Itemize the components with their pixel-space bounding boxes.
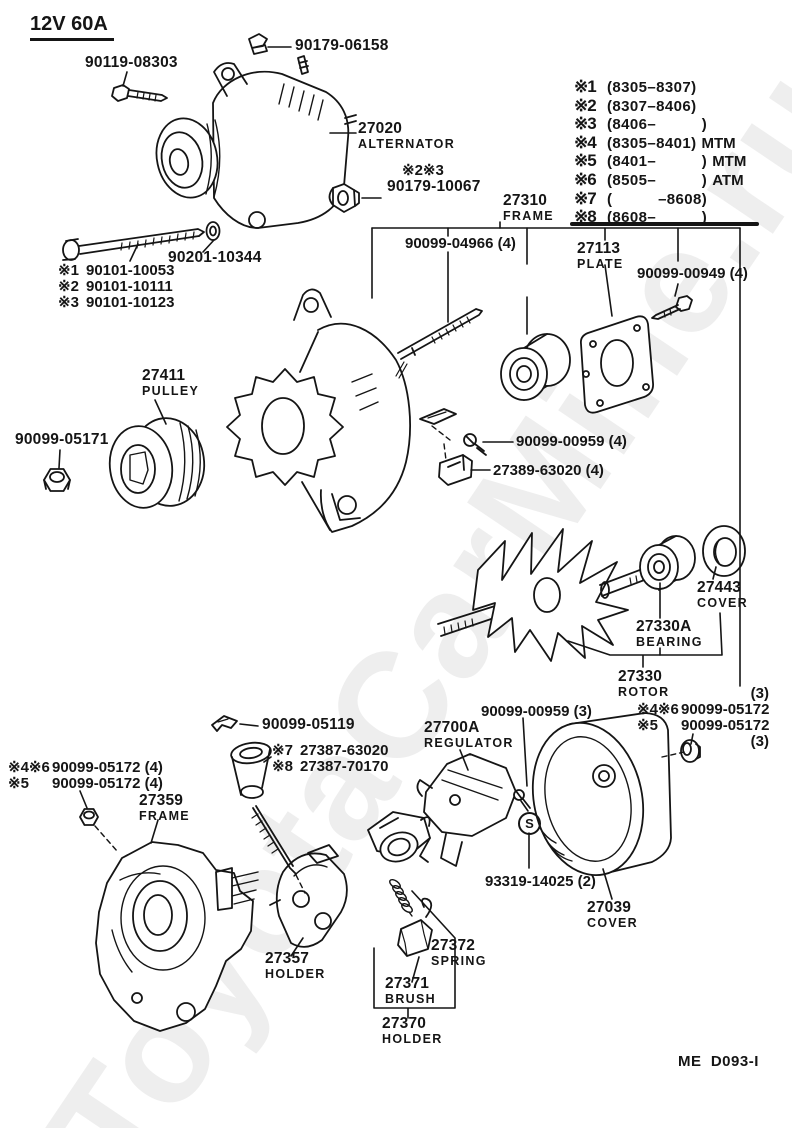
label-regulator: 27700A REGULATOR xyxy=(424,719,514,750)
label-terminal-screws: 90099-00959 (4) xyxy=(516,433,627,450)
label-shaft-nut: ※2※3 90179-10067 xyxy=(387,162,481,195)
rear-bearing-drawing xyxy=(639,535,696,591)
brush-holder-drawing xyxy=(269,844,348,948)
label-plate-bolts: 90099-00949 (4) xyxy=(637,265,748,282)
spring-drawing xyxy=(389,878,413,917)
label-plate: 27113 PLATE xyxy=(577,240,624,271)
adjusting-bolt-drawing xyxy=(111,84,168,102)
label-rear-frame: 27359 FRAME xyxy=(139,792,190,823)
label-rear-bearing: 27330A BEARING xyxy=(636,618,703,649)
application-legend: ※1(8305–8307) ※2(8307–8406) ※3(8406– ) ※… xyxy=(574,78,746,227)
front-bearing-drawing xyxy=(500,333,571,401)
terminal-insulator-drawing xyxy=(419,408,473,486)
brush-drawing xyxy=(397,897,433,957)
label-stud-screws: 90099-04966 (4) xyxy=(405,235,516,252)
label-rear-cover: 27039 COVER xyxy=(587,899,638,930)
legend-row: ※2(8307–8406) xyxy=(574,95,697,115)
legend-row: ※1(8305–8307) xyxy=(574,77,697,96)
plate-bolt-drawing xyxy=(651,295,693,320)
label-front-frame: 27310 FRAME xyxy=(503,192,554,223)
shaft-nut-drawing xyxy=(328,183,360,213)
label-terminal-insulator: 27389-63020 (4) xyxy=(493,462,604,479)
brush-insulator-drawing xyxy=(230,741,297,875)
pulley-nut-drawing xyxy=(43,468,71,492)
legend-row: ※5(8401– )MTM xyxy=(574,151,747,171)
terminal-nut-drawing xyxy=(248,33,268,55)
page-title: 12V 60A xyxy=(30,13,114,41)
legend-row: ※7( –8608) xyxy=(574,188,708,208)
holder-drawing xyxy=(367,811,431,863)
pulley-drawing xyxy=(108,417,206,509)
label-brush-holder: 27357 HOLDER xyxy=(265,950,326,981)
label-brush: 27371 BRUSH xyxy=(385,975,436,1006)
front-frame-drawing xyxy=(226,288,411,533)
label-bearing-cover: 27443 COVER xyxy=(697,579,748,610)
bearing-cover-drawing xyxy=(702,525,746,577)
label-spring: 27372 SPRING xyxy=(431,937,487,968)
label-holder: 27370 HOLDER xyxy=(382,1015,443,1046)
plate-drawing xyxy=(579,315,654,414)
front-nut-drawing xyxy=(79,808,99,826)
label-holder-clip: 90099-05119 xyxy=(262,716,355,733)
label-terminal-nut: 90179-06158 xyxy=(295,37,389,54)
legend-row: ※8(8608– ) xyxy=(574,207,708,227)
label-pulley: 27411 PULLEY xyxy=(142,367,200,398)
regulator-screw-drawing xyxy=(513,789,531,809)
alternator-drawing xyxy=(155,55,357,229)
legend-row: ※4(8305–8401)MTM xyxy=(574,132,736,152)
stud-screw-drawing xyxy=(395,308,483,379)
label-alternator: 27020 ALTERNATOR xyxy=(358,120,456,151)
leader-lines xyxy=(58,46,759,1019)
label-pulley-nut: 90099-05171 xyxy=(15,431,109,448)
label-rotor: 27330 ROTOR xyxy=(618,668,670,699)
label-cover-screws: 93319-14025 (2) xyxy=(485,873,596,890)
through-bolt-drawing xyxy=(62,221,221,261)
label-plate-washer: 90201-10344 xyxy=(168,249,262,266)
hidden-lines xyxy=(94,425,685,894)
legend-row: ※6(8505– )ATM xyxy=(574,169,744,189)
figure-code: ME D093-I xyxy=(678,1053,759,1070)
terminal-screw-drawing xyxy=(463,433,487,456)
regulator-drawing xyxy=(416,753,517,867)
s-mark-symbol: S xyxy=(518,812,541,835)
rotor-drawing xyxy=(437,528,652,662)
rear-frame-drawing xyxy=(95,841,259,1032)
label-adjusting-bolt: 90119-08303 xyxy=(85,54,178,71)
label-regulator-screws: 90099-00959 (3) xyxy=(481,703,592,720)
legend-row: ※3(8406– ) xyxy=(574,114,708,134)
rear-nut-drawing xyxy=(680,739,701,763)
holder-clip-drawing xyxy=(211,715,238,732)
